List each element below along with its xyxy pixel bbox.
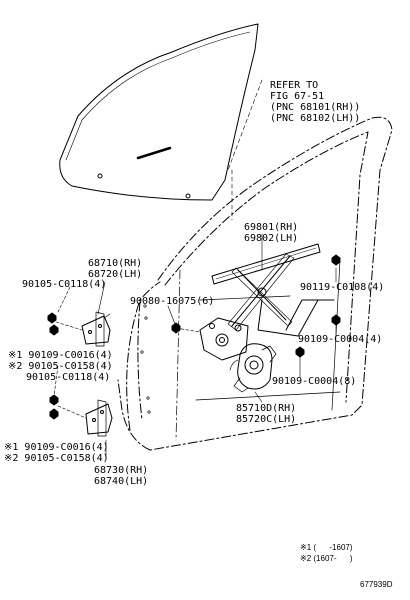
part-label-bolt-c0158-lower: ※2 90105-C0158(4)	[4, 453, 109, 464]
refer-note-line4: (PNC 68102(LH))	[270, 113, 361, 124]
refer-note-line3: (PNC 68101(RH))	[270, 102, 361, 113]
part-label-bolt-16075: 90080-16075(6)	[130, 296, 215, 307]
door-inner-details	[140, 259, 341, 441]
part-label-bolt-c0004-8: 90109-C0004(8)	[272, 376, 357, 387]
part-label-bolt-c0016-upper: ※1 90109-C0016(4)	[8, 350, 113, 361]
footnote-1: ※1 ( -1607)	[300, 543, 353, 552]
part-label-bolt-0118-upper: 90105-C0118(4)	[22, 279, 107, 290]
part-label-motor-rh: 85710D(RH)	[236, 403, 297, 414]
figure-id: 677939D	[360, 580, 393, 589]
part-label-bolt-0118-lower: 90105-C0118(4)	[26, 372, 111, 383]
part-label-lower-hinge-rh: 68730(RH)	[94, 465, 149, 476]
leader-lines	[53, 79, 337, 459]
window-motor	[229, 343, 277, 393]
part-label-bolt-c0108: 90119-C0108(4)	[300, 282, 385, 293]
part-label-motor-lh: 85720C(LH)	[236, 414, 297, 425]
door-glass	[59, 23, 259, 201]
window-regulator	[199, 243, 335, 361]
part-label-regulator-lh: 69802(LH)	[244, 233, 299, 244]
part-label-upper-hinge-rh: 68710(RH)	[88, 258, 143, 269]
part-label-lower-hinge-lh: 68740(LH)	[94, 476, 149, 487]
door-frame	[117, 116, 393, 451]
part-label-bolt-c0158-upper: ※2 90105-C0158(4)	[8, 361, 113, 372]
part-label-bolt-c0016-lower: ※1 90109-C0016(4)	[4, 442, 109, 453]
refer-note-line1: REFER TO	[270, 80, 319, 91]
upper-hinge	[81, 311, 111, 347]
part-label-bolt-c0004-4: 90109-C0004(4)	[298, 334, 383, 345]
part-label-regulator-rh: 69801(RH)	[244, 222, 299, 233]
part-label-upper-hinge-lh: 68720(LH)	[88, 269, 143, 280]
refer-note-line2: FIG 67-51	[270, 91, 325, 102]
lower-hinge	[85, 399, 113, 437]
footnote-2: ※2 (1607- )	[300, 554, 353, 563]
